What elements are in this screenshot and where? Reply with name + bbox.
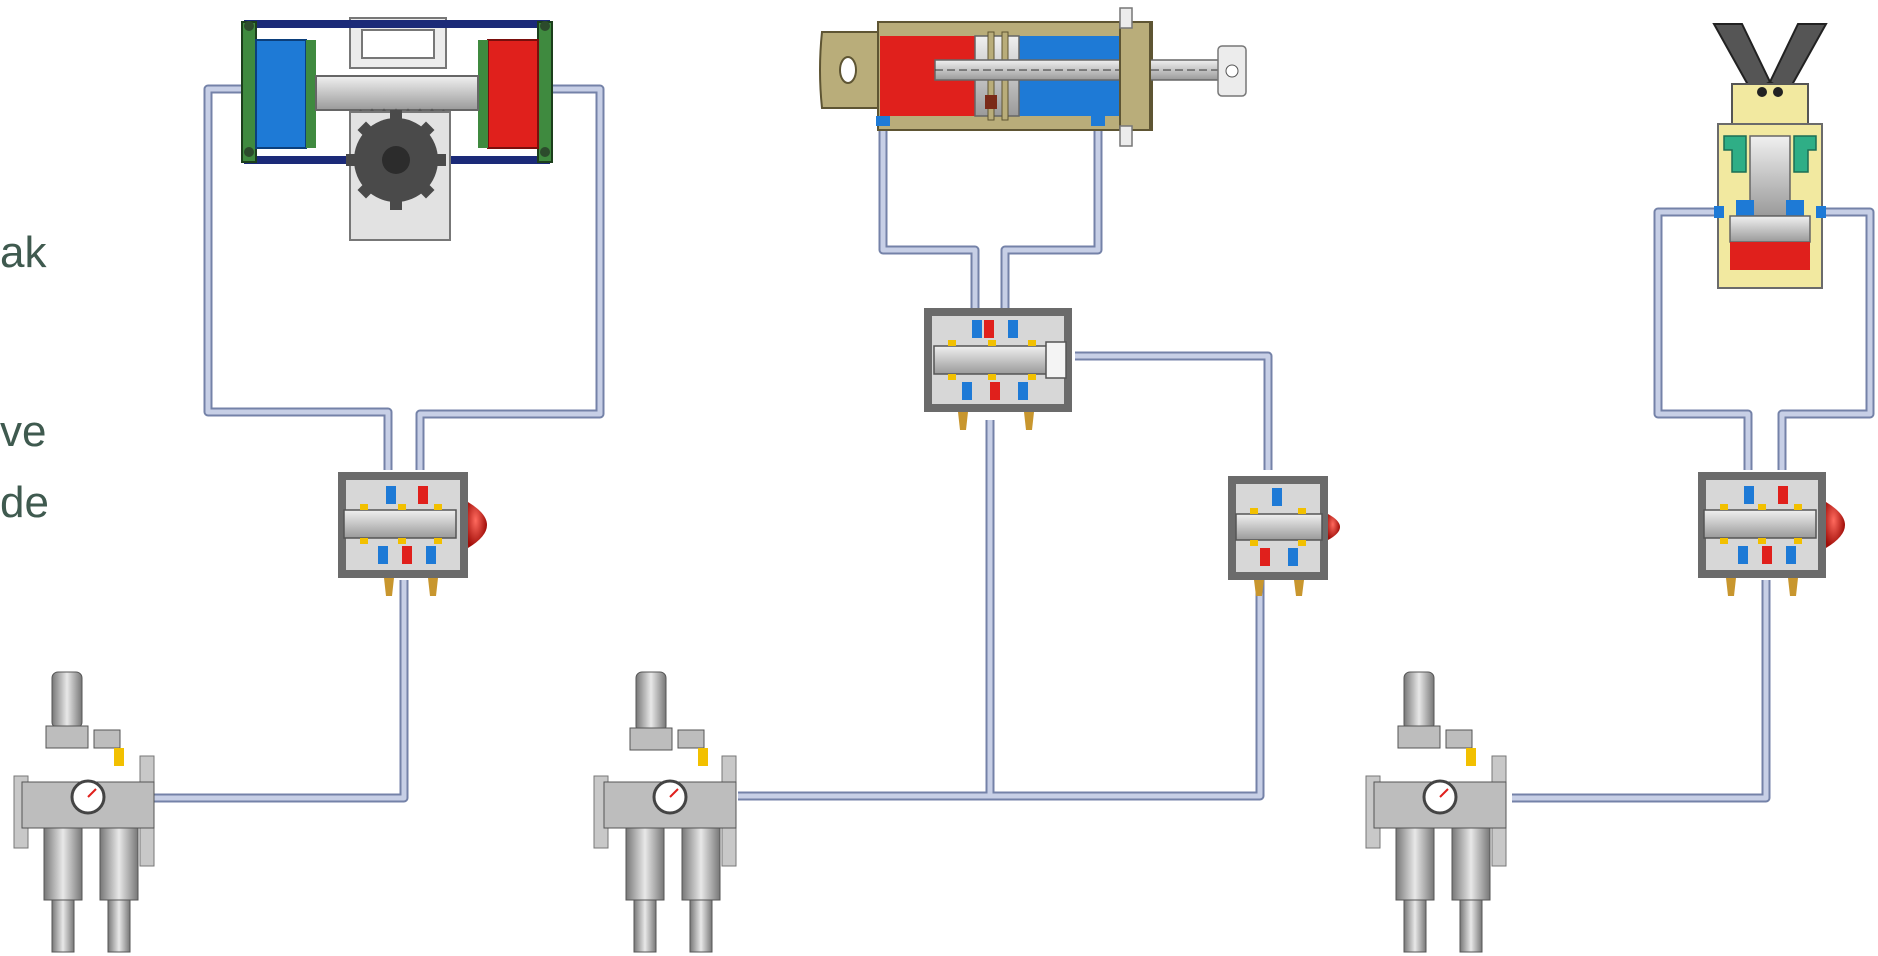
frl-unit-right — [1365, 671, 1507, 953]
5-2-valve-right — [1698, 472, 1845, 596]
frl-unit-left — [13, 671, 155, 953]
air-tubing — [150, 84, 1875, 803]
5-2-valve-left — [338, 472, 487, 596]
double-acting-cylinder — [819, 7, 1247, 147]
text-fragment-2: ve — [0, 407, 47, 456]
text-fragment-3: de — [0, 478, 49, 527]
frl-unit-center — [593, 671, 737, 953]
5-2-valve-center — [924, 308, 1072, 430]
3-2-valve-pilot — [1228, 476, 1340, 596]
rack-and-pinion-actuator — [241, 17, 553, 241]
text-fragment-1: ak — [0, 228, 47, 277]
pneumatic-gripper — [1712, 23, 1828, 289]
